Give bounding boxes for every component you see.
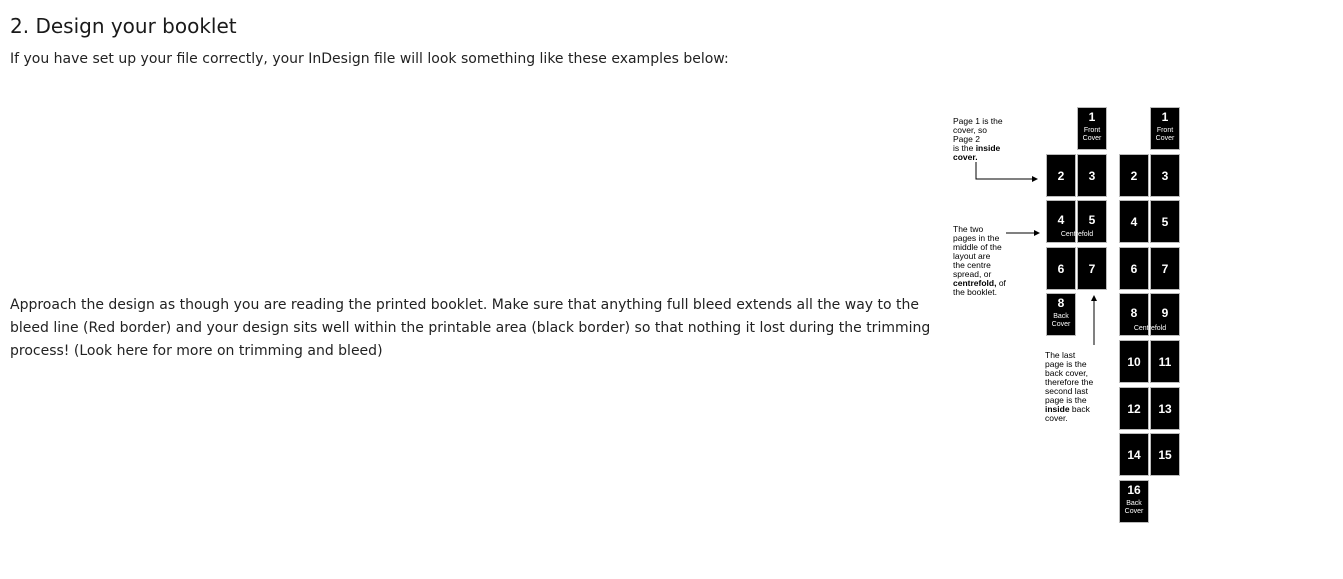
front-cover-label: Front Cover — [1082, 127, 1102, 142]
note-text: back — [1069, 404, 1090, 414]
note-line: pages in the — [953, 233, 1000, 243]
trimming-bleed-link[interactable]: Look here for more on trimming and bleed — [79, 343, 378, 359]
page-number: 16 — [1127, 483, 1141, 497]
page-b-7: 7 — [1150, 247, 1180, 290]
centrefold-label-b: Centrefold — [1133, 325, 1167, 332]
note-line: the centre — [953, 260, 991, 270]
note-text: is the — [953, 143, 976, 153]
note-text: of — [996, 278, 1006, 288]
note-line: The last — [1045, 350, 1076, 360]
back-cover-label: Back Cover — [1124, 500, 1144, 515]
back-cover-label: Back Cover — [1051, 313, 1071, 328]
arrow-to-centrefold — [1006, 230, 1040, 236]
note-bold: inside — [1045, 404, 1070, 414]
centrefold-label-a: Centrefold — [1060, 231, 1094, 238]
page-a-3: 3 — [1077, 154, 1107, 197]
note-line: middle of the — [953, 242, 1002, 252]
page-number: 1 — [1088, 110, 1096, 124]
note-line: Page 1 is the — [953, 116, 1003, 126]
note-line: the booklet. — [953, 287, 997, 297]
note-inside-cover: Page 1 is the cover, so Page 2 is the in… — [953, 117, 1003, 162]
page-b-14: 14 — [1119, 433, 1149, 476]
page-b-10: 10 — [1119, 340, 1149, 383]
note-line: therefore the — [1045, 377, 1094, 387]
booklet-layout-diagram: Page 1 is the cover, so Page 2 is the in… — [940, 100, 1200, 530]
note-line: back cover, — [1045, 368, 1088, 378]
page-a-7: 7 — [1077, 247, 1107, 290]
note-line: The two — [953, 224, 984, 234]
page-b-6: 6 — [1119, 247, 1149, 290]
page-a-5: 5 — [1077, 200, 1107, 243]
note-line: cover, so — [953, 125, 988, 135]
page-a-6: 6 — [1046, 247, 1076, 290]
note-line: inside back — [1045, 405, 1093, 414]
page-a-4: 4 — [1046, 200, 1076, 243]
page-b-5: 5 — [1150, 200, 1180, 243]
page-b-8: 8 — [1119, 293, 1149, 336]
note-line: page is the — [1045, 395, 1087, 405]
note-bold: centrefold, — [953, 278, 997, 288]
page-b-12: 12 — [1119, 387, 1149, 430]
page-number: 8 — [1057, 296, 1065, 310]
note-line: page is the — [1045, 359, 1087, 369]
note-inside-back-cover: The last page is the back cover, therefo… — [1045, 351, 1093, 423]
arrow-to-back-cover — [1091, 295, 1097, 345]
note-line: second last — [1045, 386, 1088, 396]
note-line: Page 2 — [953, 134, 980, 144]
page-b-15: 15 — [1150, 433, 1180, 476]
body-text-part2: ) — [377, 343, 383, 359]
page-a-2: 2 — [1046, 154, 1076, 197]
page-b-11: 11 — [1150, 340, 1180, 383]
note-centrefold: The two pages in the middle of the layou… — [953, 225, 1006, 297]
page-title: 2. Design your booklet — [10, 14, 237, 38]
page-b-13: 13 — [1150, 387, 1180, 430]
body-paragraph: Approach the design as though you are re… — [10, 294, 940, 363]
note-line: spread, or — [953, 269, 992, 279]
note-line: cover. — [1045, 413, 1068, 423]
arrow-to-page-2 — [975, 162, 1038, 182]
note-line: centrefold, of — [953, 279, 1006, 288]
body-text-part1: Approach the design as though you are re… — [10, 297, 931, 359]
page-b-4: 4 — [1119, 200, 1149, 243]
page-b-3: 3 — [1150, 154, 1180, 197]
note-line: is the inside — [953, 144, 1003, 153]
page-number: 1 — [1161, 110, 1169, 124]
front-cover-label: Front Cover — [1155, 127, 1175, 142]
intro-text: If you have set up your file correctly, … — [10, 51, 729, 67]
note-line: cover. — [953, 152, 978, 162]
note-bold: inside — [975, 143, 1001, 153]
page-b-2: 2 — [1119, 154, 1149, 197]
page-b-9: 9 — [1150, 293, 1180, 336]
note-line: layout are — [953, 251, 991, 261]
